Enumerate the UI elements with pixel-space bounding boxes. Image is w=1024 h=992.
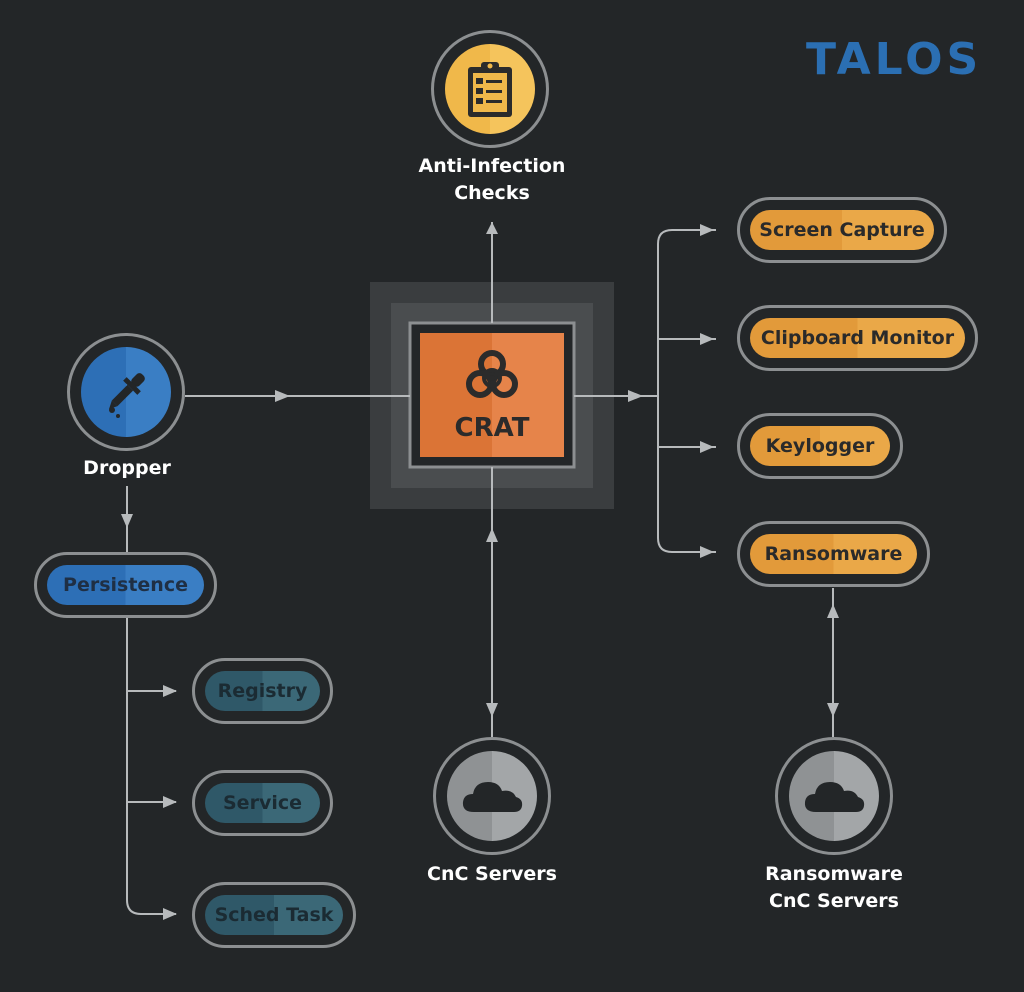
persistence-label: Persistence [47,565,204,605]
arrow-ransomware [700,546,714,558]
arrow-sched-task [163,908,177,920]
clipboard-monitor-label: Clipboard Monitor [750,318,965,358]
sched-task-label: Sched Task [205,895,343,935]
registry-label: Registry [205,671,320,711]
arrow-clipboard [700,333,714,345]
cnc-label: CnC Servers [427,863,557,885]
arrow-screen-capture [700,224,714,236]
arrow-up-ransom-cnc [827,604,839,618]
keylogger-node: Keylogger [737,413,903,479]
ransomware-label: Ransomware [750,534,917,574]
talos-logo: TALOS [806,34,983,85]
cloud-icon [447,751,537,841]
arrow-service [163,796,177,808]
persistence-bus [126,618,176,915]
arrow-down-persistence [121,514,133,528]
arrow-keylogger [700,441,714,453]
modules-bus [657,229,716,553]
sched-task-node: Sched Task [192,882,356,948]
clipboard-checklist-icon [445,44,535,134]
ransomware-cnc-node [775,737,893,855]
crat-node: CRAT [420,333,564,457]
arrow-up-cnc [486,528,498,542]
crat-label: CRAT [454,413,530,443]
arrow-down-ransom-cnc [827,703,839,717]
biohazard-icon [463,347,521,409]
clipboard-monitor-node: Clipboard Monitor [737,305,978,371]
ransomware-node: Ransomware [737,521,930,587]
service-label: Service [205,783,320,823]
registry-node: Registry [192,658,333,724]
arrow-registry [163,685,177,697]
dropper-label: Dropper [83,457,171,479]
cnc-node [433,737,551,855]
arrow-right-dropper [275,390,290,402]
service-node: Service [192,770,333,836]
ransomware-cnc-label: Ransomware CnC Servers [765,863,903,912]
arrow-up-anti-infection [486,222,498,234]
arrow-right-modules [628,390,643,402]
dropper-node [67,333,185,451]
anti-infection-node [431,30,549,148]
anti-infection-label: Anti-Infection Checks [418,155,566,204]
keylogger-label: Keylogger [750,426,890,466]
eyedropper-icon [81,347,171,437]
screen-capture-node: Screen Capture [737,197,947,263]
arrow-down-cnc [486,703,498,717]
cloud-icon [789,751,879,841]
persistence-node: Persistence [34,552,217,618]
screen-capture-label: Screen Capture [750,210,934,250]
